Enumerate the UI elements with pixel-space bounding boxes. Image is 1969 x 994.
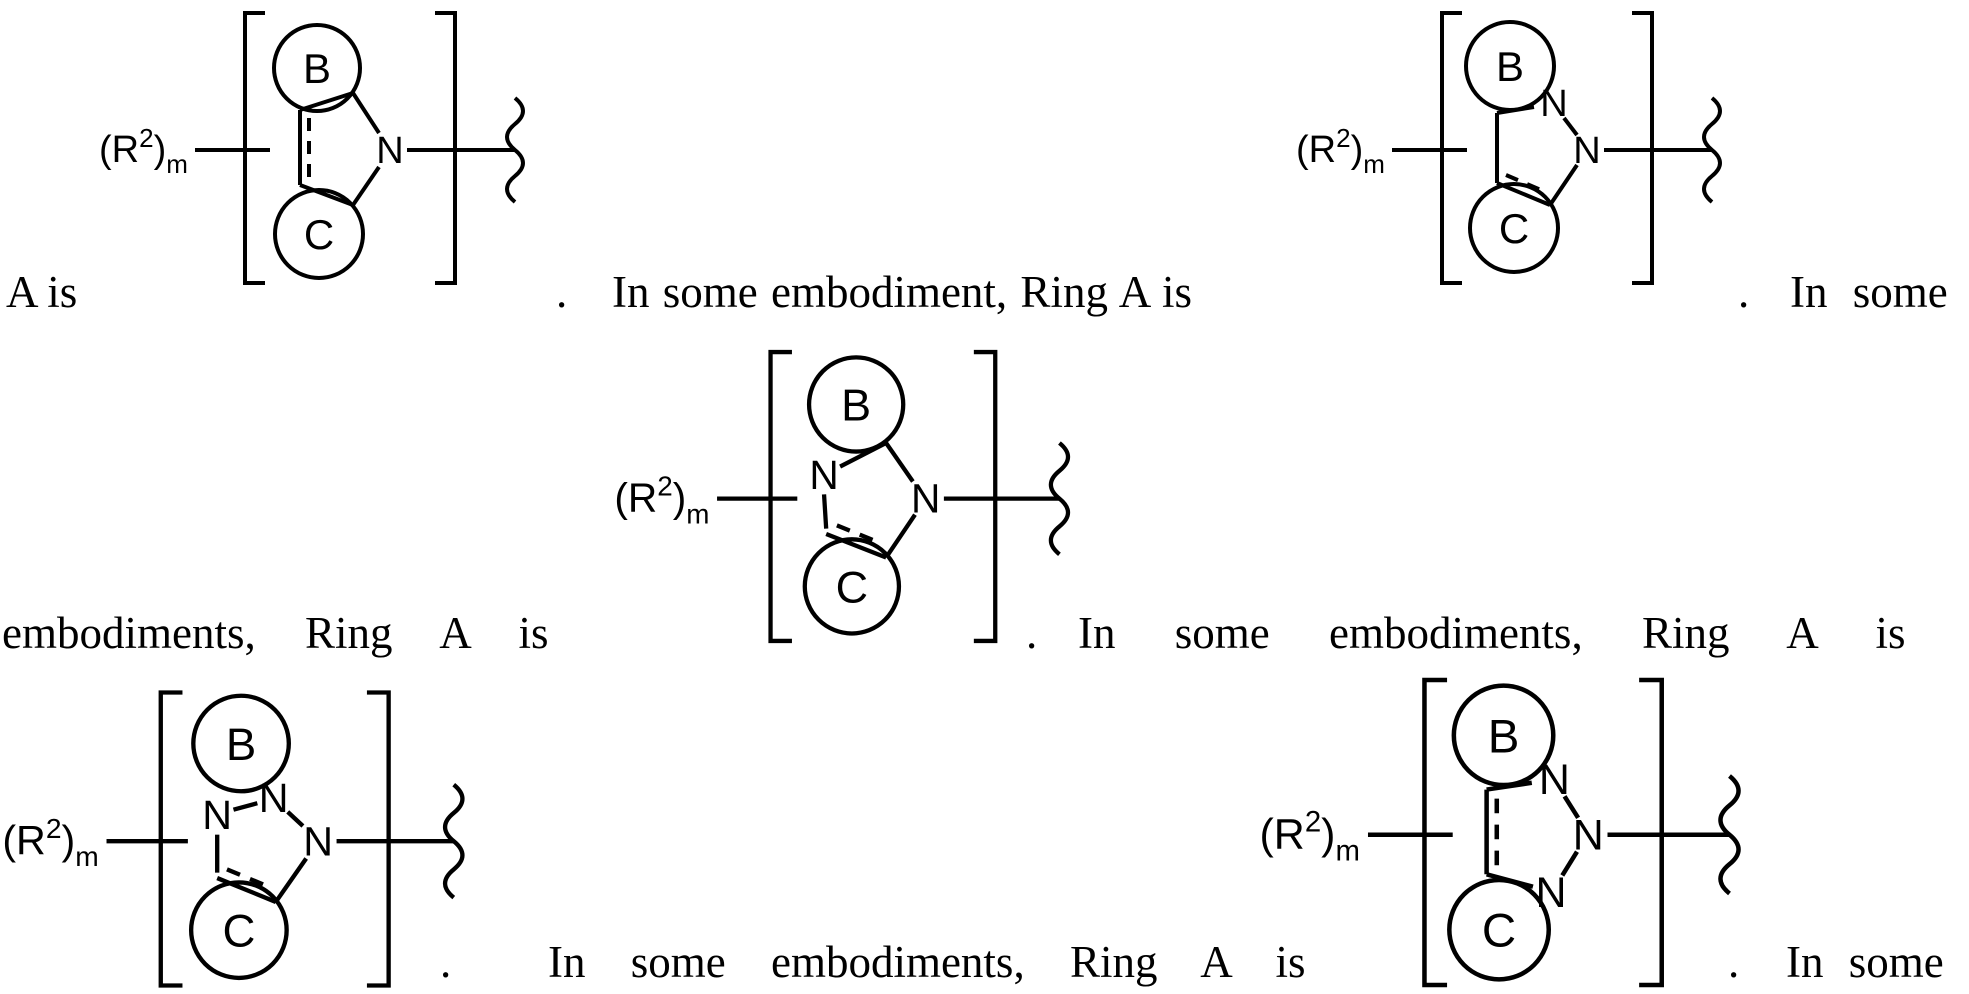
chem-structure-imidazolyl: (R2)m B C N N — [614, 349, 1071, 644]
atom-n-label: N — [259, 775, 289, 821]
atom-n-label: N — [376, 130, 403, 172]
body-text-row2-right: In some embodiments, Ring A is — [1078, 608, 1906, 658]
atom-n-label: N — [303, 818, 333, 864]
ring-b-label: B — [841, 380, 871, 431]
period: . — [440, 937, 452, 987]
double-bond-dash — [836, 523, 878, 544]
atom-n-label: N — [1536, 869, 1567, 917]
ring-c-circle — [1468, 182, 1560, 274]
body-text-row3-right: In some — [1786, 937, 1944, 987]
body-text-row1-left: A is — [6, 267, 78, 317]
atom-n-label: N — [809, 452, 838, 498]
period: . — [1026, 608, 1038, 658]
atom-n-label: N — [1573, 130, 1600, 172]
ring-c-label: C — [836, 561, 868, 612]
ring-b-circle — [191, 693, 291, 794]
period: . — [1738, 267, 1750, 317]
period: . — [556, 267, 568, 317]
wavy-bond-icon — [1048, 441, 1071, 556]
body-text-row2-left: embodiments, Ring A is — [2, 608, 549, 658]
ring-c-label: C — [1482, 905, 1516, 958]
ring-b-label: B — [303, 45, 331, 92]
ring-c-circle — [802, 537, 902, 636]
atom-n-label: N — [1539, 756, 1570, 804]
double-bond-dash — [1505, 173, 1542, 192]
ring-c-label: C — [222, 905, 255, 956]
substituent-label: (R2)m — [614, 470, 709, 529]
substituent-label: (R2)m — [2, 812, 98, 872]
atom-n-label: N — [202, 792, 232, 838]
body-text-row3-mid: In some embodiments, Ring A is — [548, 937, 1306, 987]
atom-n-label: N — [1573, 811, 1604, 859]
substituent-label: (R2)m — [1260, 805, 1360, 867]
ring-b-label: B — [1488, 710, 1520, 763]
body-text-row1-right: In some — [1790, 267, 1948, 317]
substituent-label: (R2)m — [99, 123, 188, 179]
wavy-bond-icon — [505, 96, 525, 204]
ring-b-circle — [806, 355, 906, 454]
double-bond-dash — [226, 867, 267, 888]
chem-structure-pyrrolyl: (R2)m B C N — [99, 11, 525, 285]
chem-structure-triazolyl-2: (R2)m B C N N N — [1260, 677, 1741, 988]
wavy-bond-icon — [1702, 96, 1722, 204]
wavy-bond-icon — [1718, 774, 1741, 896]
atom-n-label: N — [1540, 83, 1567, 125]
ring-c-circle — [273, 188, 365, 280]
chem-structure-pyrazolyl: (R2)m B C N N — [1296, 11, 1722, 285]
chem-structure-triazolyl-1: (R2)m B C N N N — [2, 690, 465, 988]
ring-c-label: C — [1499, 205, 1529, 252]
body-text-row1-mid: In some embodiment, Ring A is — [612, 267, 1192, 317]
ring-b-circle — [272, 23, 362, 113]
atom-n-label: N — [911, 476, 940, 522]
wavy-bond-icon — [442, 783, 465, 900]
substituent-label: (R2)m — [1296, 123, 1385, 179]
ring-b-label: B — [226, 719, 256, 770]
ring-c-circle — [188, 880, 289, 981]
ring-b-label: B — [1496, 43, 1524, 90]
ring-c-label: C — [304, 211, 334, 258]
period: . — [1728, 937, 1740, 987]
